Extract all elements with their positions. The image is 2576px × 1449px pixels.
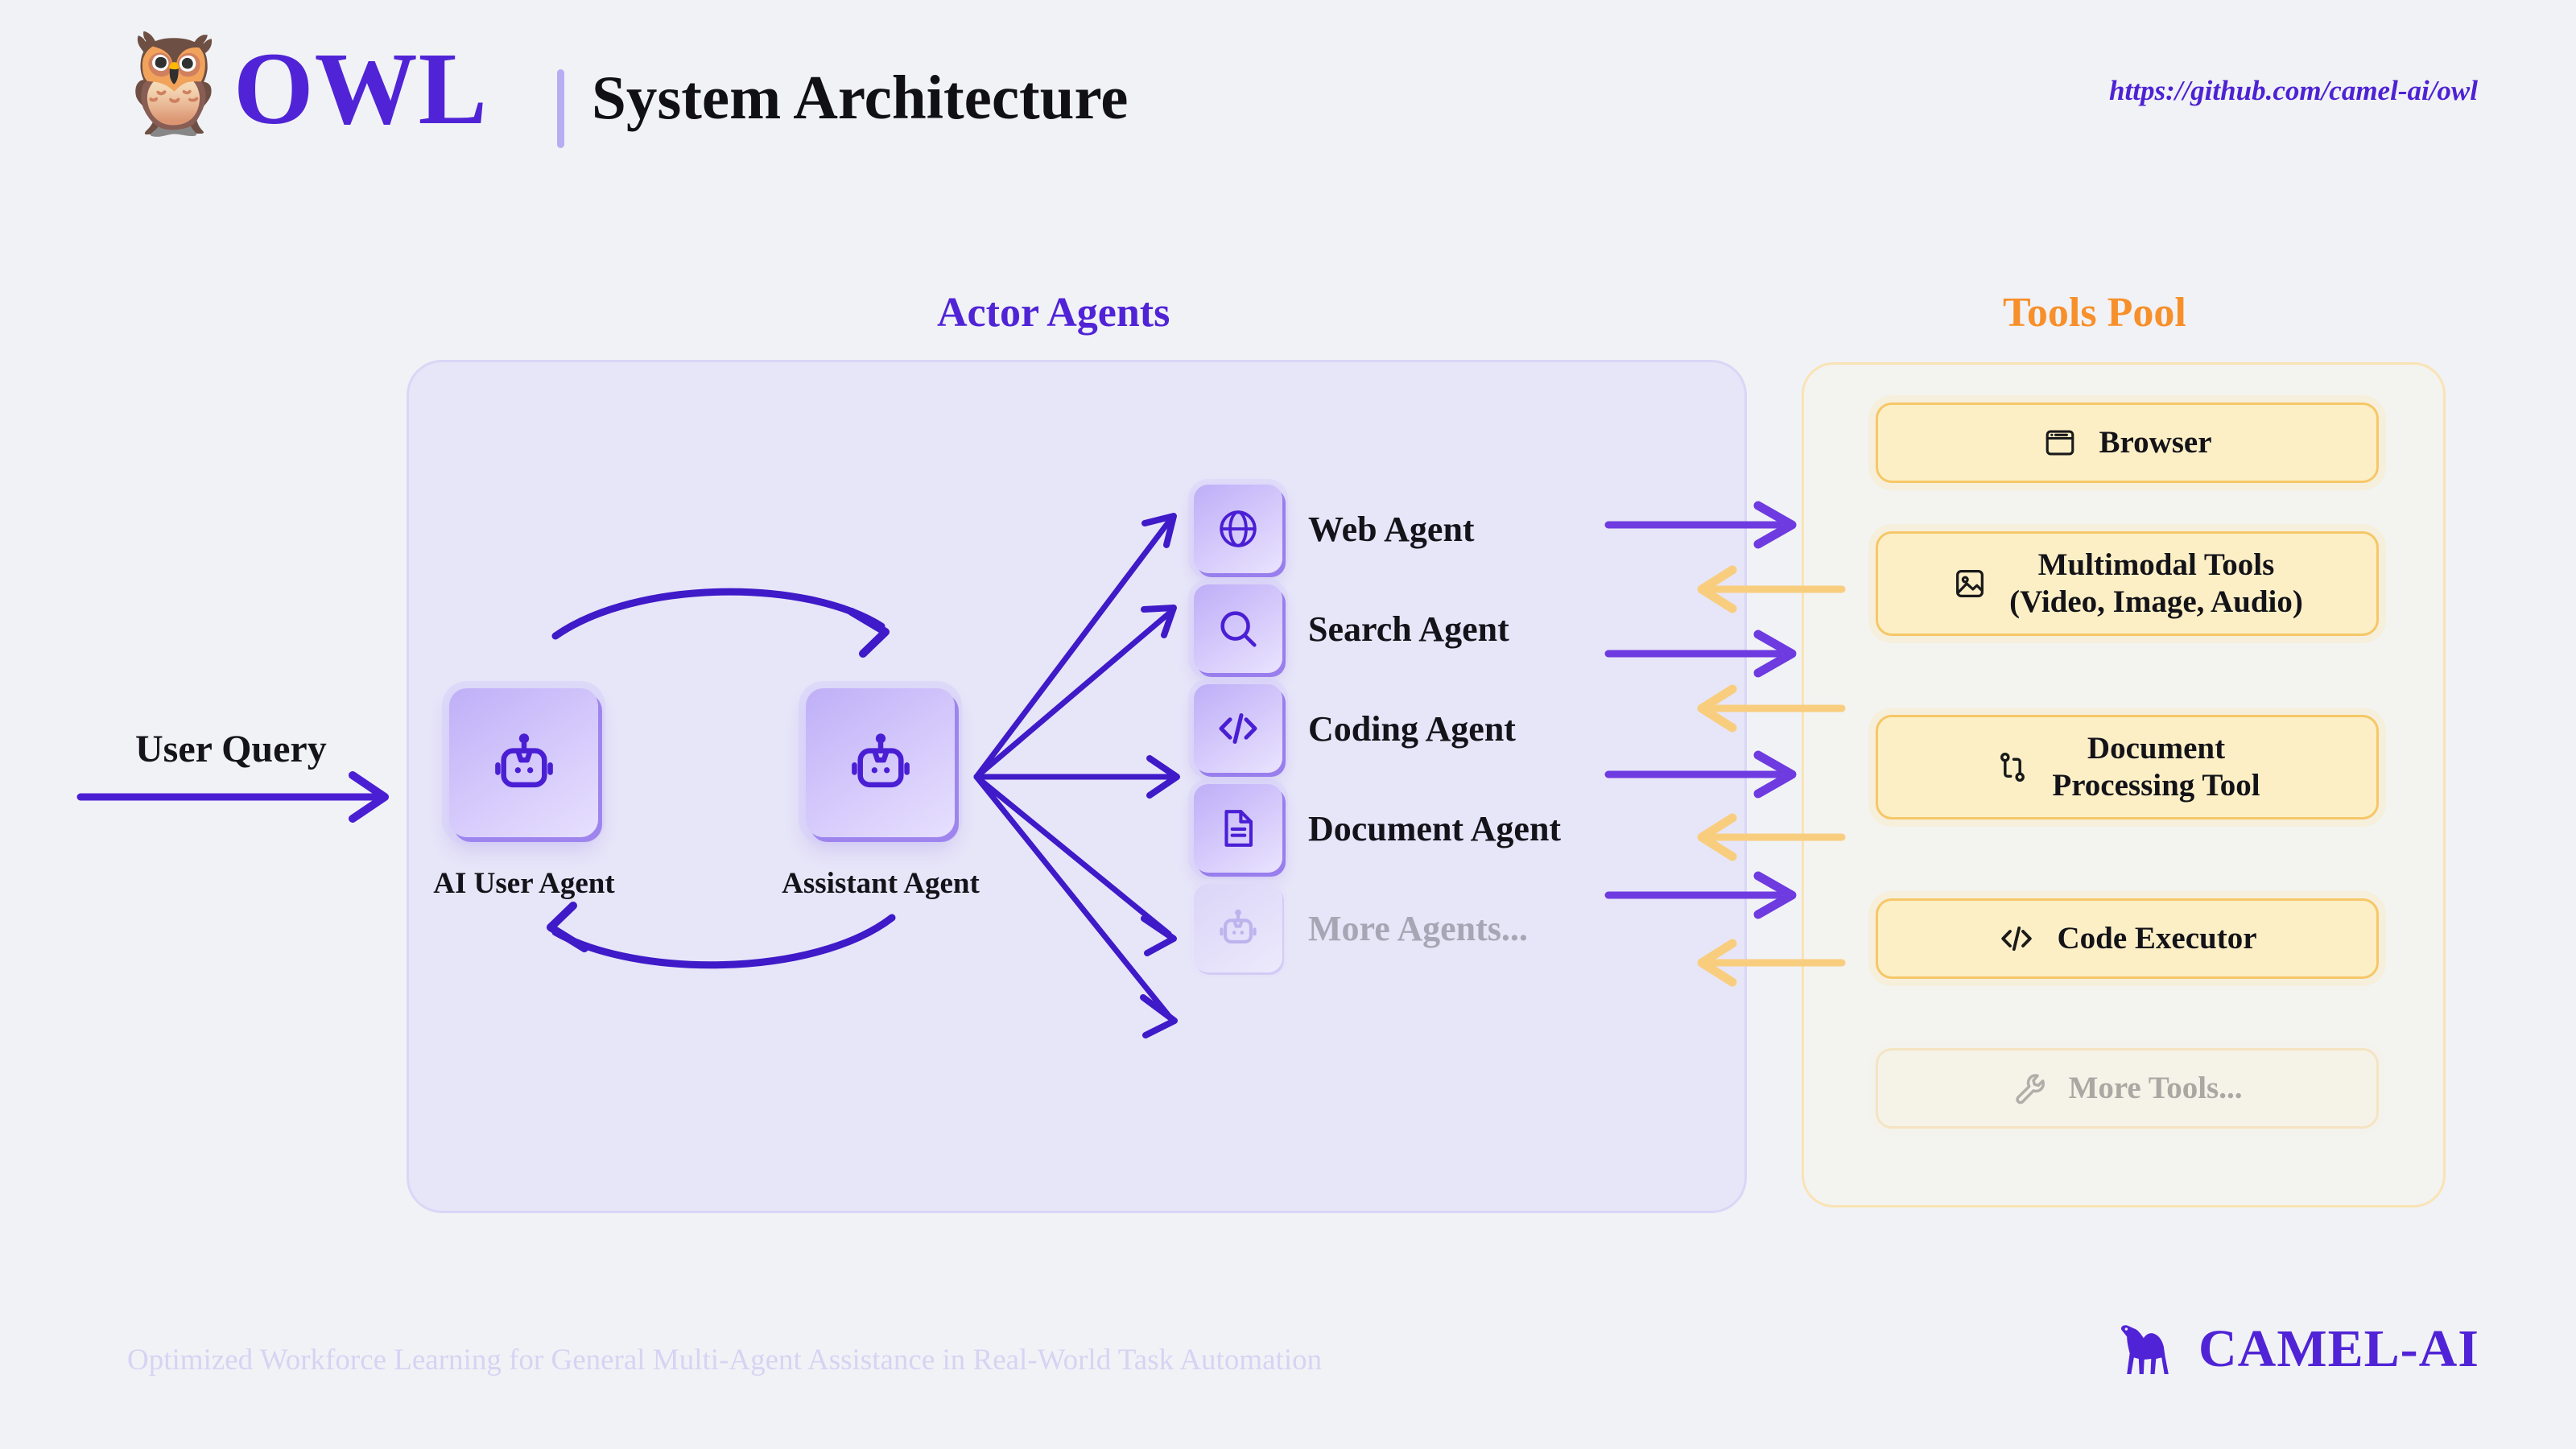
tool-card-more-tools[interactable]: More Tools... xyxy=(1876,1048,2379,1129)
tools-pool-section-title: Tools Pool xyxy=(2003,290,2186,336)
agent-row-label-search: Search Agent xyxy=(1308,609,1509,649)
owl-icon: 🦉 xyxy=(113,26,235,140)
agent-card-label-ai-user: AI User Agent xyxy=(433,867,615,900)
more-agents-icon-box xyxy=(1194,884,1282,972)
agent-card-assistant[interactable] xyxy=(806,688,955,837)
agent-card-ai-user[interactable] xyxy=(449,688,598,837)
agent-row-label-coding: Coding Agent xyxy=(1308,708,1516,749)
tool-card-browser[interactable]: Browser xyxy=(1876,402,2379,483)
tool-label-code-executor: Code Executor xyxy=(2057,920,2257,956)
page-title: System Architecture xyxy=(592,63,1129,132)
footer-tagline: Optimized Workforce Learning for General… xyxy=(127,1344,1323,1377)
tool-label-multimodal-line2: (Video, Image, Audio) xyxy=(2009,584,2303,619)
document-icon xyxy=(1224,810,1253,847)
camel-ai-wordmark: CAMEL-AI xyxy=(2198,1319,2479,1378)
tool-label-docproc-line1: Document xyxy=(2087,730,2226,766)
image-icon xyxy=(1956,570,1984,597)
tool-label-multimodal-line1: Multimodal Tools xyxy=(2037,547,2275,582)
tool-label-document-processing: Document Processing Tool xyxy=(2052,730,2260,804)
agent-row-coding[interactable]: Coding Agent xyxy=(1194,684,1516,773)
search-agent-icon-box xyxy=(1194,584,1282,673)
browser-window-icon xyxy=(2046,430,2074,456)
repo-url-link[interactable]: https://github.com/camel-ai/owl xyxy=(2109,75,2478,106)
tool-card-code-executor[interactable]: Code Executor xyxy=(1876,898,2379,979)
title-divider xyxy=(557,69,564,148)
agent-row-web[interactable]: Web Agent xyxy=(1194,485,1475,573)
tool-label-multimodal: Multimodal Tools (Video, Image, Audio) xyxy=(2009,547,2303,621)
git-branch-icon xyxy=(2000,752,2025,782)
tool-card-multimodal[interactable]: Multimodal Tools (Video, Image, Audio) xyxy=(1876,531,2379,636)
camel-icon xyxy=(2120,1325,2169,1374)
agent-row-label-web: Web Agent xyxy=(1308,509,1475,549)
user-query-label: User Query xyxy=(135,728,327,770)
coding-agent-icon-box xyxy=(1194,684,1282,773)
agent-row-label-document: Document Agent xyxy=(1308,808,1562,848)
robot-icon xyxy=(494,733,553,787)
user-query-arrow-icon xyxy=(76,771,389,823)
tool-label-more-tools: More Tools... xyxy=(2068,1070,2243,1105)
web-agent-icon-box xyxy=(1194,485,1282,573)
brand-wordmark: OWL xyxy=(233,31,488,146)
agent-row-search[interactable]: Search Agent xyxy=(1194,584,1509,673)
robot-icon xyxy=(851,733,910,787)
search-icon xyxy=(1220,611,1257,647)
tool-label-docproc-line2: Processing Tool xyxy=(2052,768,2260,803)
code-icon xyxy=(2001,926,2033,952)
globe-icon xyxy=(1220,510,1257,547)
actor-agents-section-title: Actor Agents xyxy=(937,290,1170,336)
camel-ai-logo: CAMEL-AI xyxy=(2113,1319,2479,1380)
tool-card-document-processing[interactable]: Document Processing Tool xyxy=(1876,715,2379,819)
code-icon xyxy=(1219,713,1257,745)
page-header: 🦉 OWL System Architecture https://github… xyxy=(0,0,2576,185)
agent-row-document[interactable]: Document Agent xyxy=(1194,784,1561,873)
robot-icon xyxy=(1220,909,1257,943)
agent-card-label-assistant: Assistant Agent xyxy=(782,867,980,900)
tool-label-browser: Browser xyxy=(2099,424,2212,460)
agent-row-more-agents[interactable]: More Agents... xyxy=(1194,884,1528,972)
document-agent-icon-box xyxy=(1194,784,1282,873)
wrench-icon xyxy=(2015,1074,2045,1104)
agent-row-label-more-agents: More Agents... xyxy=(1308,908,1528,948)
